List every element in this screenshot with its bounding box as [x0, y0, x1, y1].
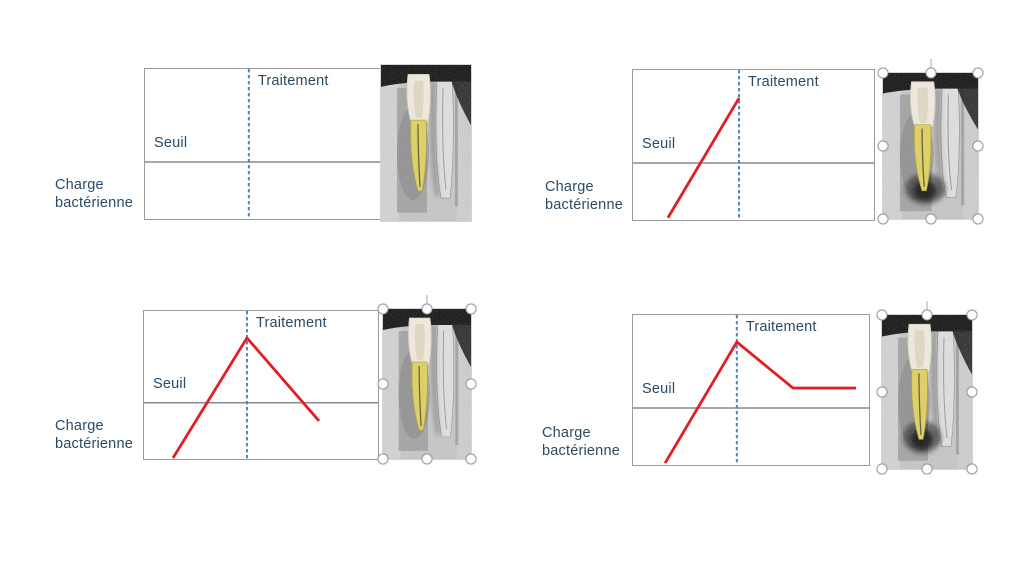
selection-handle-nw[interactable] — [877, 67, 889, 79]
selection-handle-ne[interactable] — [972, 67, 984, 79]
bacterial-load-line — [668, 98, 739, 218]
xray-image[interactable] — [380, 64, 472, 222]
selection-handle-e[interactable] — [972, 140, 984, 152]
y-axis-label: Charge bactérienne — [55, 177, 133, 212]
selection-handle-se[interactable] — [972, 213, 984, 225]
threshold-label: Seuil — [153, 375, 187, 392]
selection-handle-w[interactable] — [877, 140, 889, 152]
treatment-label: Traitement — [745, 319, 817, 335]
treatment-label: Traitement — [255, 315, 327, 331]
xray-radiograph — [883, 73, 978, 219]
y-axis-label: Charge bactérienne — [542, 425, 620, 460]
selection-handle-ne[interactable] — [966, 309, 978, 321]
selection-handle-w[interactable] — [377, 378, 389, 390]
load-chart[interactable]: Seuil Traitement — [144, 68, 382, 220]
selection-handle-sw[interactable] — [877, 213, 889, 225]
treatment-label: Traitement — [748, 74, 819, 90]
rotation-handle-stick[interactable] — [926, 301, 928, 315]
selection-handle-sw[interactable] — [377, 453, 389, 465]
selection-handle-nw[interactable] — [876, 309, 888, 321]
selection-handle-ne[interactable] — [465, 303, 477, 315]
selection-handle-se[interactable] — [465, 453, 477, 465]
selection-handle-n[interactable] — [421, 303, 433, 315]
selection-handle-e[interactable] — [966, 386, 978, 398]
selection-handle-s[interactable] — [421, 453, 433, 465]
load-chart[interactable]: Seuil Traitement — [632, 69, 875, 221]
load-chart[interactable]: Seuil Traitement — [143, 310, 379, 460]
selection-handle-s[interactable] — [925, 213, 936, 225]
threshold-label: Seuil — [642, 136, 676, 152]
xray-image[interactable] — [877, 59, 984, 225]
selection-handle-s[interactable] — [921, 463, 933, 475]
xray-image[interactable] — [876, 301, 978, 475]
selection-handle-e[interactable] — [465, 378, 477, 390]
bacterial-load-line — [173, 338, 319, 458]
selection-handle-n[interactable] — [921, 309, 933, 321]
chart-canvas — [144, 311, 378, 459]
threshold-label: Seuil — [642, 381, 676, 397]
selection-handle-n[interactable] — [925, 67, 936, 79]
threshold-label: Seuil — [154, 135, 188, 151]
xray-radiograph — [882, 315, 972, 469]
rotation-handle-stick[interactable] — [426, 295, 428, 309]
selection-handle-w[interactable] — [876, 386, 888, 398]
chart-canvas — [633, 70, 874, 220]
bacterial-load-line — [665, 342, 856, 463]
chart-canvas — [145, 69, 381, 219]
rotation-handle-stick[interactable] — [930, 59, 931, 73]
selection-handle-nw[interactable] — [377, 303, 389, 315]
xray-radiograph — [383, 309, 471, 459]
y-axis-label: Charge bactérienne — [545, 179, 623, 214]
xray-radiograph — [381, 65, 471, 221]
treatment-label: Traitement — [257, 73, 329, 89]
selection-handle-se[interactable] — [966, 463, 978, 475]
xray-image[interactable] — [377, 295, 477, 465]
chart-canvas — [633, 315, 869, 465]
selection-handle-sw[interactable] — [876, 463, 888, 475]
y-axis-label: Charge bactérienne — [55, 418, 133, 453]
load-chart[interactable]: Seuil Traitement — [632, 314, 870, 466]
